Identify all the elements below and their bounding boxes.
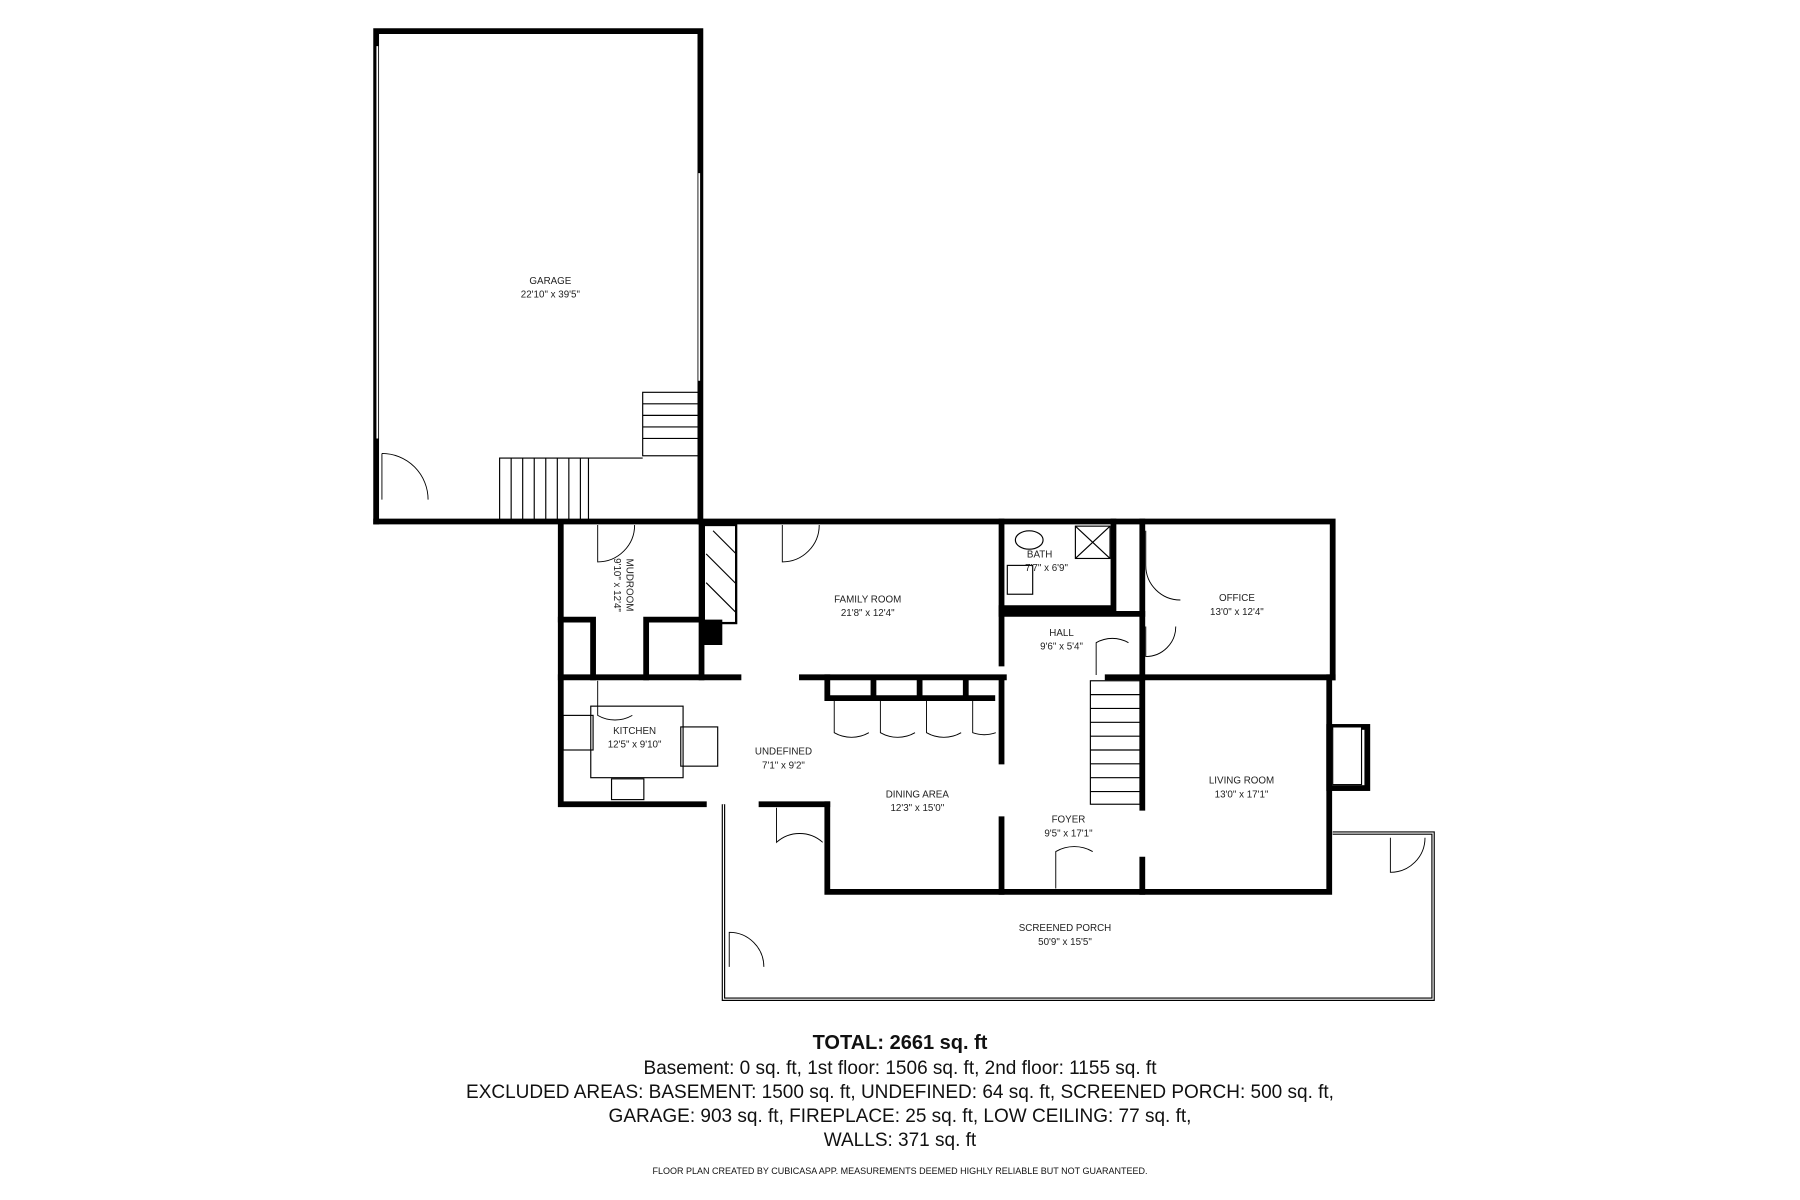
svg-text:LIVING ROOM: LIVING ROOM xyxy=(1209,775,1274,786)
svg-text:50'9" x 15'5": 50'9" x 15'5" xyxy=(1038,937,1092,948)
svg-text:FAMILY ROOM: FAMILY ROOM xyxy=(834,594,901,605)
room-label-living-room: LIVING ROOM 13'0" x 17'1" xyxy=(1209,775,1274,800)
room-label-screened-porch: SCREENED PORCH 50'9" x 15'5" xyxy=(1019,923,1112,948)
svg-text:21'8" x 12'4": 21'8" x 12'4" xyxy=(841,608,895,619)
svg-text:22'10" x 39'5": 22'10" x 39'5" xyxy=(521,290,581,301)
total-area: TOTAL: 2661 sq. ft xyxy=(812,1032,988,1054)
screened-porch-outline xyxy=(721,804,1435,1001)
excluded-areas-line-2: GARAGE: 903 sq. ft, FIREPLACE: 25 sq. ft… xyxy=(608,1106,1192,1127)
svg-text:12'5" x 9'10": 12'5" x 9'10" xyxy=(608,740,662,751)
room-label-bath: BATH 7'7" x 6'9" xyxy=(1025,549,1068,574)
room-label-undefined: UNDEFINED 7'1" x 9'2" xyxy=(755,747,812,772)
svg-text:13'0" x 17'1": 13'0" x 17'1" xyxy=(1215,789,1269,800)
room-label-foyer: FOYER 9'5" x 17'1" xyxy=(1044,815,1093,840)
floor-areas: Basement: 0 sq. ft, 1st floor: 1506 sq. … xyxy=(643,1058,1157,1079)
svg-text:9'6" x 5'4": 9'6" x 5'4" xyxy=(1040,642,1083,653)
walls-area: WALLS: 371 sq. ft xyxy=(823,1130,977,1151)
garage-stairs xyxy=(381,391,699,523)
room-label-office: OFFICE 13'0" x 12'4" xyxy=(1210,593,1264,618)
svg-text:13'0" x 12'4": 13'0" x 12'4" xyxy=(1210,607,1264,618)
svg-text:GARAGE: GARAGE xyxy=(529,276,571,287)
svg-text:SCREENED PORCH: SCREENED PORCH xyxy=(1019,923,1112,934)
room-label-family-room: FAMILY ROOM 21'8" x 12'4" xyxy=(834,594,901,619)
svg-text:FOYER: FOYER xyxy=(1052,815,1086,826)
svg-text:7'1" x 9'2": 7'1" x 9'2" xyxy=(762,760,805,771)
room-label-mudroom: MUDROOM 9'10" x 12'4" xyxy=(611,558,635,612)
room-label-garage: GARAGE 22'10" x 39'5" xyxy=(521,276,581,301)
svg-text:OFFICE: OFFICE xyxy=(1219,593,1255,604)
svg-text:12'3" x 15'0": 12'3" x 15'0" xyxy=(890,803,944,814)
svg-text:UNDEFINED: UNDEFINED xyxy=(755,747,812,758)
svg-text:MUDROOM: MUDROOM xyxy=(624,559,635,612)
house-fixtures xyxy=(562,525,1141,805)
svg-text:KITCHEN: KITCHEN xyxy=(613,726,656,737)
doors xyxy=(597,524,1426,967)
room-label-kitchen: KITCHEN 12'5" x 9'10" xyxy=(608,726,662,751)
svg-text:HALL: HALL xyxy=(1049,628,1074,639)
svg-text:9'10" x 12'4": 9'10" x 12'4" xyxy=(611,558,622,612)
svg-text:7'7" x 6'9": 7'7" x 6'9" xyxy=(1025,563,1068,574)
svg-text:BATH: BATH xyxy=(1027,549,1052,560)
room-label-hall: HALL 9'6" x 5'4" xyxy=(1040,628,1083,653)
room-label-dining-area: DINING AREA 12'3" x 15'0" xyxy=(886,789,950,814)
house-walls xyxy=(557,518,1371,895)
excluded-areas-line-1: EXCLUDED AREAS: BASEMENT: 1500 sq. ft, U… xyxy=(466,1082,1334,1103)
disclaimer: FLOOR PLAN CREATED BY CUBICASA APP. MEAS… xyxy=(652,1166,1148,1176)
svg-text:DINING AREA: DINING AREA xyxy=(886,789,950,800)
svg-text:9'5" x 17'1": 9'5" x 17'1" xyxy=(1044,829,1093,840)
